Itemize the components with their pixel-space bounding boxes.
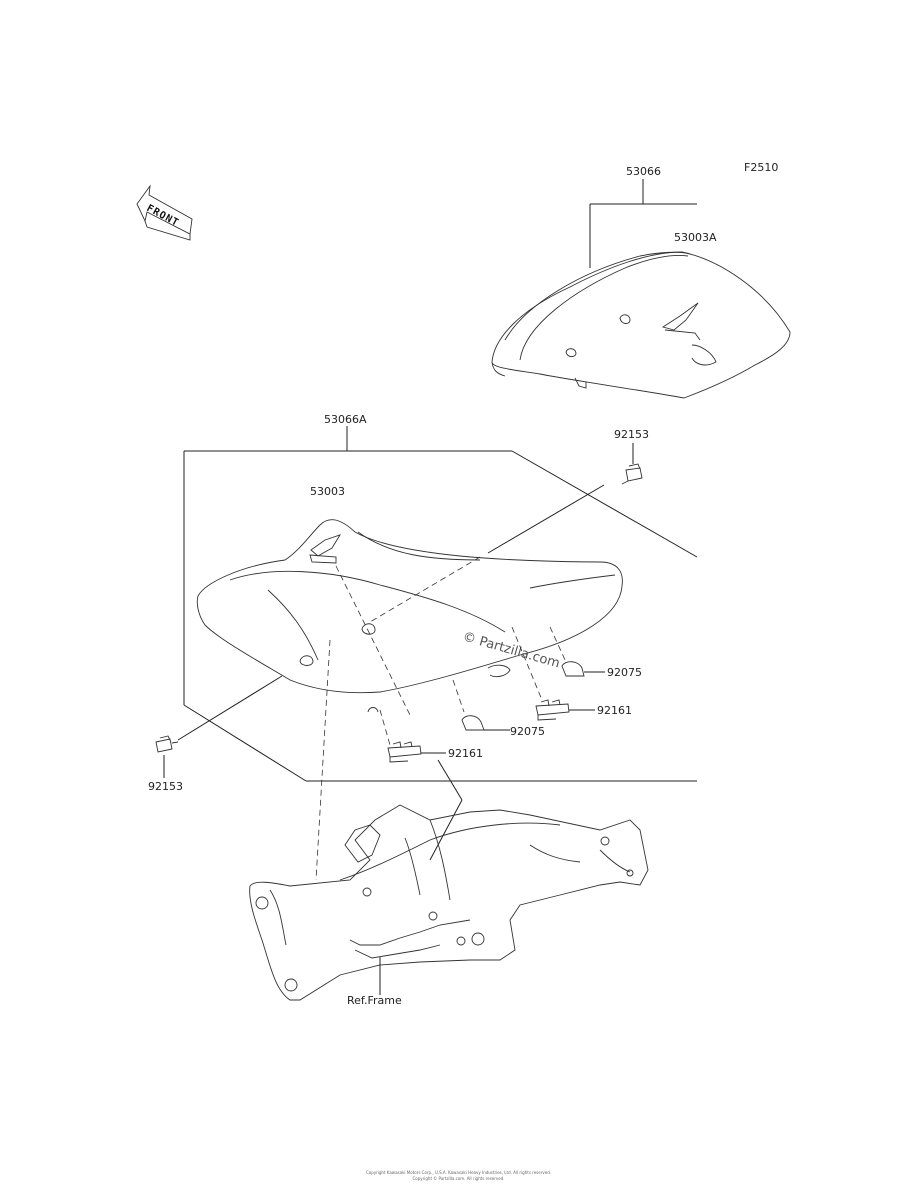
rear-seat bbox=[491, 251, 791, 399]
front-arrow-icon: FRONT bbox=[136, 184, 193, 241]
rear-frame bbox=[249, 804, 649, 1001]
footer-line-1: Copyright Kawasaki Motors Corp., U.S.A. … bbox=[365, 1170, 552, 1175]
footer-line-2: Copyright © Partzilla.com. All rights re… bbox=[412, 1176, 505, 1181]
front-arrow-label: FRONT bbox=[145, 203, 181, 229]
label-92075-left: 92075 bbox=[510, 725, 545, 738]
label-92153-bottom: 92153 bbox=[148, 780, 183, 793]
hook-92161-left bbox=[387, 741, 422, 763]
label-92161-right: 92161 bbox=[597, 704, 632, 717]
label-53066a: 53066A bbox=[324, 413, 367, 426]
stopper-92075-left bbox=[461, 715, 485, 731]
label-92161-left: 92161 bbox=[448, 747, 483, 760]
assembly-53066a-leader bbox=[183, 426, 698, 782]
label-53066: 53066 bbox=[626, 165, 661, 178]
label-92075-right: 92075 bbox=[607, 666, 642, 679]
bolt-92153-bottom bbox=[155, 735, 179, 753]
hook-92161-right bbox=[535, 699, 570, 721]
main-seat bbox=[196, 519, 623, 713]
label-92153-top: 92153 bbox=[614, 428, 649, 441]
watermark: © Partzilla.com bbox=[461, 629, 562, 671]
bolt-92153-top bbox=[621, 463, 643, 485]
label-53003a: 53003A bbox=[674, 231, 717, 244]
diagram-code: F2510 bbox=[744, 161, 778, 174]
label-ref-frame: Ref.Frame bbox=[347, 994, 402, 1007]
assembly-53066-leader bbox=[589, 179, 697, 268]
stopper-92075-right bbox=[561, 661, 585, 677]
label-53003: 53003 bbox=[310, 485, 345, 498]
